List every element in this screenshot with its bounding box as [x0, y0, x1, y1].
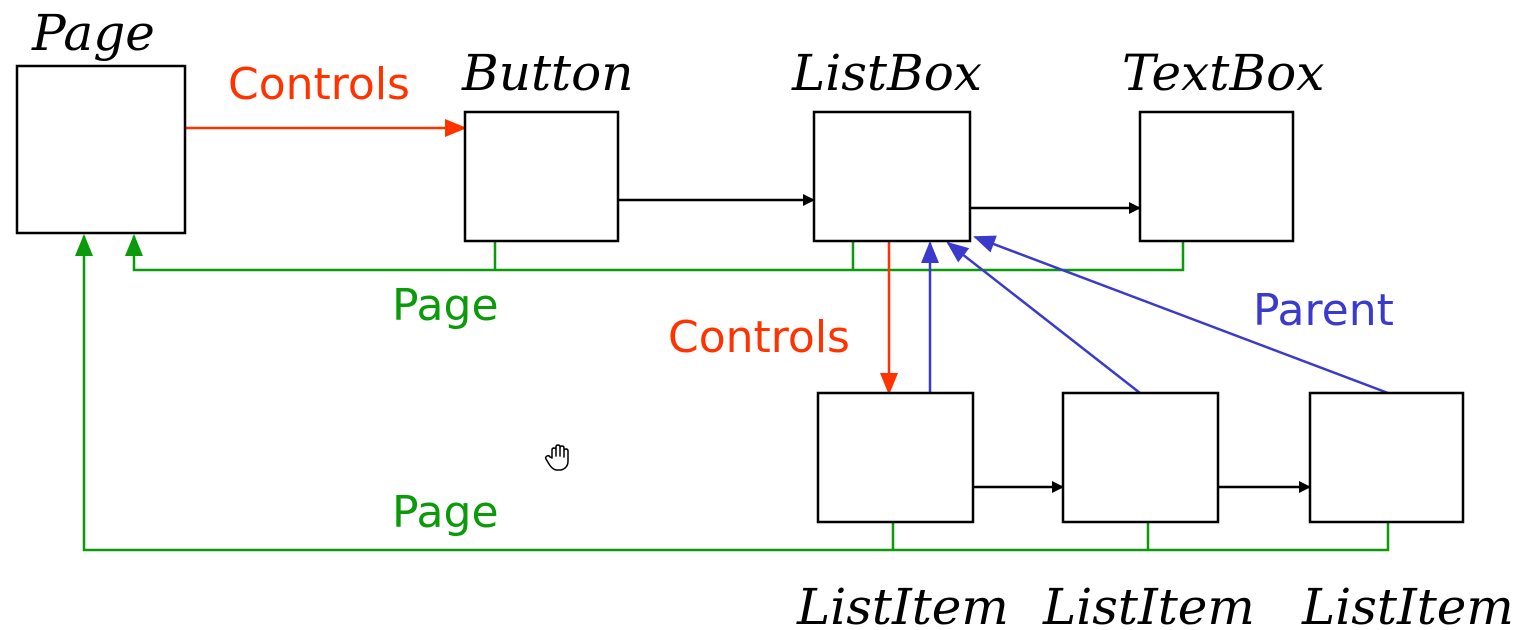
listitem-title-2: ListItem — [1042, 578, 1255, 630]
button-box — [463, 110, 620, 243]
listitem-box-1 — [816, 391, 975, 524]
hand-cursor-icon — [544, 444, 569, 471]
listitem-title-3: ListItem — [1301, 578, 1514, 630]
listitem-box-2 — [1061, 391, 1220, 524]
listbox-box — [812, 110, 972, 243]
page-label-upper: Page — [392, 280, 499, 331]
page-connector-upper — [125, 234, 1185, 272]
textbox-box — [1138, 110, 1295, 243]
page-connector-lower — [75, 234, 1390, 552]
listbox-title: ListBox — [791, 44, 982, 102]
page-title: Page — [31, 4, 155, 62]
listitem-box-3 — [1308, 391, 1465, 524]
page-box — [15, 64, 187, 235]
page-label-lower: Page — [392, 487, 499, 538]
controls-label-top: Controls — [228, 59, 410, 110]
sibling-arrows — [618, 194, 1311, 493]
controls-label-mid: Controls — [668, 312, 850, 363]
listitem-title-1: ListItem — [796, 578, 1009, 630]
parent-arrows — [921, 235, 1389, 395]
button-title: Button — [461, 44, 633, 102]
textbox-title: TextBox — [1122, 44, 1324, 102]
parent-label: Parent — [1253, 285, 1394, 336]
